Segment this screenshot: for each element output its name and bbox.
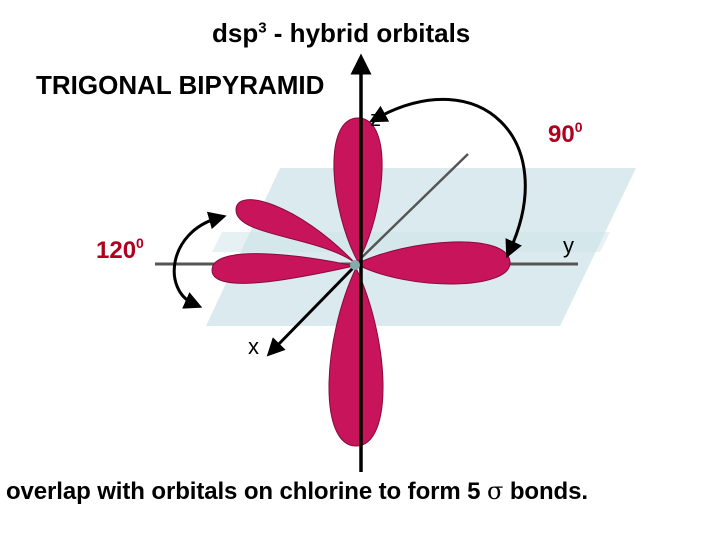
angle-label-90: 900	[548, 119, 583, 148]
angle-90-value: 90	[548, 121, 575, 148]
caption-text-before: overlap with orbitals on chlorine to for…	[6, 478, 487, 505]
angle-90-arc	[369, 97, 527, 259]
angle-90-degree: 0	[575, 119, 583, 135]
x-axis-label: x	[248, 334, 259, 359]
title-superscript: 3	[258, 19, 267, 37]
x-axis-front	[266, 264, 357, 357]
z-axis-label: z	[370, 106, 381, 131]
caption-text-after: bonds.	[503, 478, 588, 505]
central-atom	[350, 260, 360, 270]
orbital-lobe-upper-left	[235, 199, 355, 263]
angle-120-value: 120	[96, 237, 136, 264]
angle-120-arc	[172, 211, 227, 309]
orbital-lobe-down	[328, 266, 384, 447]
angle-120-degree: 0	[136, 235, 144, 251]
geometry-label: TRIGONAL BIPYRAMID	[36, 70, 325, 100]
caption: overlap with orbitals on chlorine to for…	[6, 477, 588, 506]
angle-label-120: 1200	[96, 235, 144, 264]
title-rest: - hybrid orbitals	[266, 18, 471, 48]
page-title: dsp3 - hybrid orbitals	[212, 18, 470, 49]
y-axis-label: y	[563, 233, 574, 258]
sigma-symbol: σ	[487, 477, 504, 505]
title-main: dsp	[212, 18, 259, 48]
